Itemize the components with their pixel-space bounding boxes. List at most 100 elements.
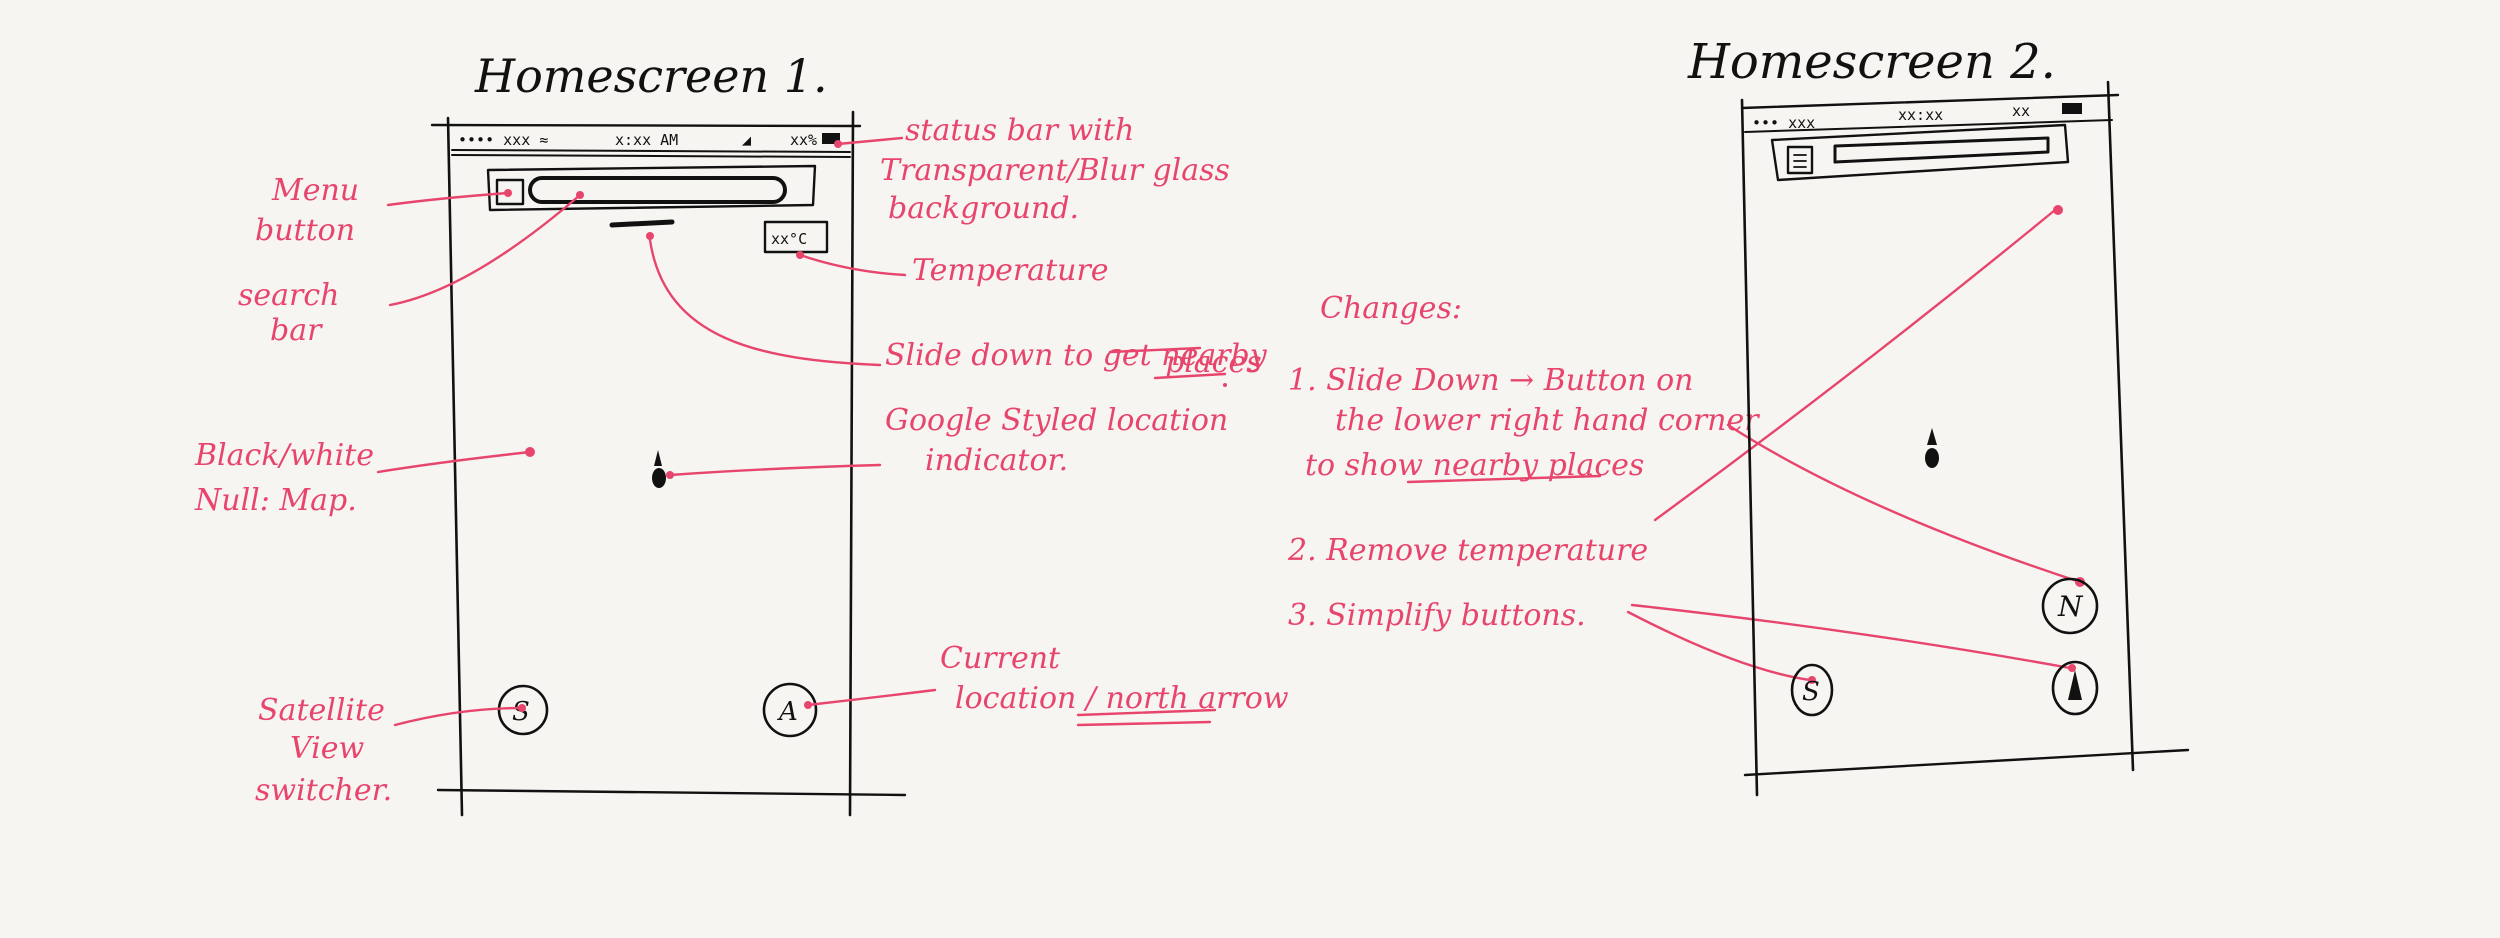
status-bar-2-time: xx:xx — [1898, 106, 1943, 124]
connector-change-2 — [1653, 208, 2057, 522]
annotation-status-label-3: background. — [888, 191, 1079, 226]
underline-north-arrow-2 — [1076, 720, 1212, 727]
underline-places — [1153, 372, 1227, 380]
status-bar-1-divider-2 — [451, 154, 851, 158]
connector-current — [806, 688, 937, 707]
temperature-value: xx°C — [771, 230, 807, 248]
change-1-line-2: the lower right hand corner — [1335, 403, 1760, 438]
satellite-button-2-label: S — [1802, 677, 1820, 707]
connector-dot — [796, 251, 804, 259]
annotation-slide-nearby: nearby — [1161, 338, 1268, 373]
underline-north-arrow — [1076, 708, 1217, 717]
stray-dot — [1223, 383, 1227, 387]
search-input-2[interactable] — [1833, 136, 2050, 164]
status-bar-1-time: x:xx AM — [615, 131, 678, 149]
annotation-menu-label-1: Menu — [271, 173, 359, 208]
connector-search — [388, 193, 582, 307]
annotation-slide-down-label: Slide down to get nearby — [885, 338, 1268, 373]
connector-dot — [834, 140, 842, 148]
phone-1-left-edge — [446, 116, 464, 817]
menu-button-1[interactable] — [495, 178, 525, 206]
current-location-button-1[interactable]: A — [762, 682, 818, 738]
search-container-1 — [486, 164, 817, 212]
annotation-satellite-label-3: switcher. — [255, 773, 392, 808]
battery-icon — [822, 133, 840, 144]
search-input-1[interactable] — [528, 176, 787, 204]
annotation-current-label-2: location / north arrow — [955, 681, 1289, 716]
connector-dot — [576, 191, 584, 199]
menu-button-2[interactable] — [1786, 145, 1814, 175]
connector-change-3a — [1626, 610, 1812, 682]
annotation-satellite-label-1: Satellite — [258, 693, 385, 728]
connector-dot — [804, 701, 812, 709]
connector-dot — [2053, 205, 2063, 215]
connector-satellite — [393, 706, 524, 727]
changes-list: Changes: 1. Slide Down → Button on the l… — [1287, 205, 2085, 684]
satellite-view-button-1[interactable]: S — [497, 684, 549, 736]
status-bar-2-signal: ••• xxx — [1752, 114, 1815, 132]
annotation-location-label-2: indicator. — [925, 443, 1068, 478]
connector-temperature — [798, 253, 907, 277]
connector-location — [668, 463, 882, 477]
north-button-2-label: N — [2057, 590, 2084, 623]
phone-2-bottom-edge — [1743, 748, 2190, 777]
change-1-line-1: 1. Slide Down → Button on — [1288, 363, 1694, 398]
annotation-status-label-1: status bar with — [905, 113, 1134, 148]
underline-nearby-places — [1406, 474, 1602, 484]
annotation-search-label-2: bar — [270, 313, 323, 348]
menu-icon — [1793, 154, 1807, 168]
change-2: 2. Remove temperature — [1287, 533, 1648, 568]
connector-menu — [386, 191, 510, 207]
status-bar-1-battery-text: xx% — [790, 131, 817, 149]
phone-2-left-edge — [1740, 98, 1759, 797]
status-bar-2-divider — [1744, 119, 2113, 133]
annotation-current-label-1: Current — [940, 641, 1061, 676]
status-bar-1-divider — [451, 149, 851, 153]
status-bar-1-location-icon: ◢ — [742, 131, 751, 149]
phone-1-top-edge — [430, 123, 862, 128]
annotation-status-label-2: Transparent/Blur glass — [880, 153, 1230, 188]
connector-dot — [504, 189, 512, 197]
connector-dot — [666, 471, 674, 479]
annotation-menu-label-2: button — [255, 213, 355, 248]
connector-change-3b — [1630, 603, 2072, 670]
annotation-slide-text: Slide down to get — [885, 338, 1161, 373]
annotation-satellite-label-2: View — [290, 731, 364, 766]
north-button-2[interactable]: N — [2041, 577, 2099, 635]
connector-dot — [2068, 664, 2076, 672]
location-button-1-label: A — [777, 697, 798, 727]
phone-1-right-edge — [848, 110, 855, 817]
annotation-search-label-1: search — [238, 278, 340, 313]
connector-change-1 — [1726, 423, 2082, 584]
phone-2-right-edge — [2106, 80, 2135, 772]
annotation-map-label-1: Black/white — [194, 438, 374, 473]
homescreen-1: Homescreen 1. •••• xxx ≈ x:xx AM ◢ xx% x… — [430, 49, 907, 817]
change-1-text: to show — [1305, 448, 1433, 483]
connector-dot — [646, 232, 654, 240]
temperature-widget — [763, 220, 829, 254]
satellite-view-button-2[interactable]: S — [1790, 663, 1834, 717]
battery-icon — [2062, 103, 2082, 114]
underline-nearby — [1108, 346, 1202, 354]
search-container-2 — [1770, 123, 2070, 182]
location-arrow-icon — [2068, 670, 2082, 700]
homescreen-1-title: Homescreen 1. — [474, 49, 828, 103]
connector-slide-down — [648, 238, 882, 367]
current-location-button-2[interactable] — [2051, 660, 2099, 716]
annotation-temperature-label: Temperature — [912, 253, 1109, 288]
connector-map — [376, 450, 532, 474]
satellite-button-1-label: S — [512, 697, 530, 727]
screen-1-annotations: Menu button search bar Black/white Null:… — [194, 113, 1289, 808]
connector-dot — [1808, 676, 1816, 684]
phone-1-bottom-edge — [436, 788, 907, 797]
status-bar-2-battery-text: xx — [2012, 102, 2030, 120]
annotation-map-label-2: Null: Map. — [194, 483, 357, 518]
change-3: 3. Simplify buttons. — [1288, 598, 1586, 633]
connector-dot — [525, 447, 535, 457]
homescreen-2-title: Homescreen 2. — [1687, 34, 2056, 90]
change-1-line-3: to show nearby places — [1305, 448, 1644, 483]
phone-2-top-edge — [1740, 93, 2120, 110]
slide-down-handle[interactable] — [609, 219, 675, 228]
location-indicator-1 — [652, 450, 666, 488]
